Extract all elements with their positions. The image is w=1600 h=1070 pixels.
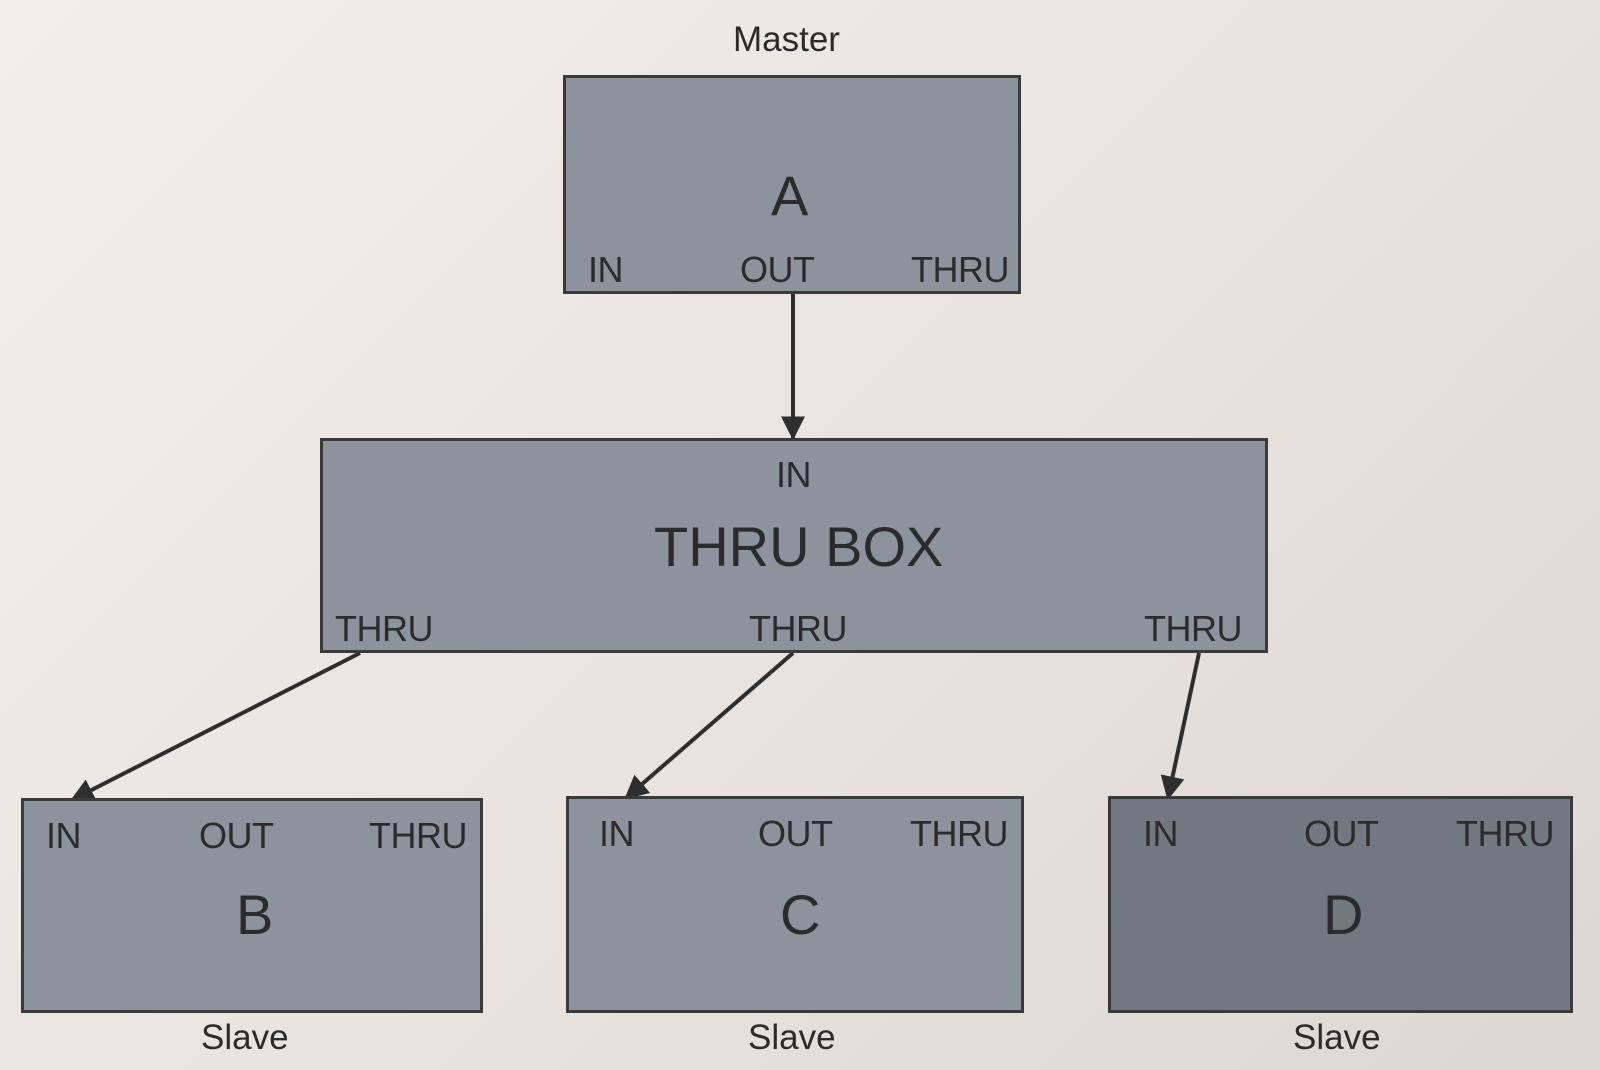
thru-box-thru-port-1: THRU xyxy=(335,608,433,649)
slave-label-d: Slave xyxy=(1293,1018,1381,1057)
device-b-out-port: OUT xyxy=(199,815,274,856)
device-a-in-port: IN xyxy=(588,249,624,290)
device-b-box: IN OUT THRU B xyxy=(21,798,483,1013)
device-a-out-port: OUT xyxy=(740,249,815,290)
device-d-in-port: IN xyxy=(1143,813,1179,854)
master-label: Master xyxy=(733,20,840,59)
thru-box: IN THRU BOX THRU THRU THRU xyxy=(320,438,1268,653)
device-a-name: A xyxy=(771,164,809,227)
device-c-thru-port: THRU xyxy=(910,813,1008,854)
device-a-thru-port: THRU xyxy=(911,249,1009,290)
device-d-box: IN OUT THRU D xyxy=(1108,796,1573,1013)
device-c-in-port: IN xyxy=(599,813,635,854)
device-a-box: A IN OUT THRU xyxy=(563,75,1021,294)
thru-box-name: THRU BOX xyxy=(654,515,944,578)
device-c-box: IN OUT THRU C xyxy=(566,796,1024,1013)
device-b-thru-port: THRU xyxy=(369,815,467,856)
arrow-thrubox-to-b xyxy=(69,651,361,802)
slave-label-c: Slave xyxy=(748,1018,836,1057)
slave-label-b: Slave xyxy=(201,1018,289,1057)
arrow-thrubox-to-d xyxy=(1160,652,1201,801)
device-b-in-port: IN xyxy=(46,815,82,856)
device-c-name: C xyxy=(780,883,821,946)
device-d-thru-port: THRU xyxy=(1456,813,1554,854)
thru-box-thru-port-2: THRU xyxy=(749,608,847,649)
device-c-out-port: OUT xyxy=(758,813,833,854)
thru-box-in-port: IN xyxy=(776,454,812,495)
device-b-name: B xyxy=(236,883,274,946)
device-d-out-port: OUT xyxy=(1304,813,1379,854)
device-d-name: D xyxy=(1323,883,1364,946)
thru-box-thru-port-3: THRU xyxy=(1144,608,1242,649)
arrow-thrubox-to-c xyxy=(624,651,795,800)
